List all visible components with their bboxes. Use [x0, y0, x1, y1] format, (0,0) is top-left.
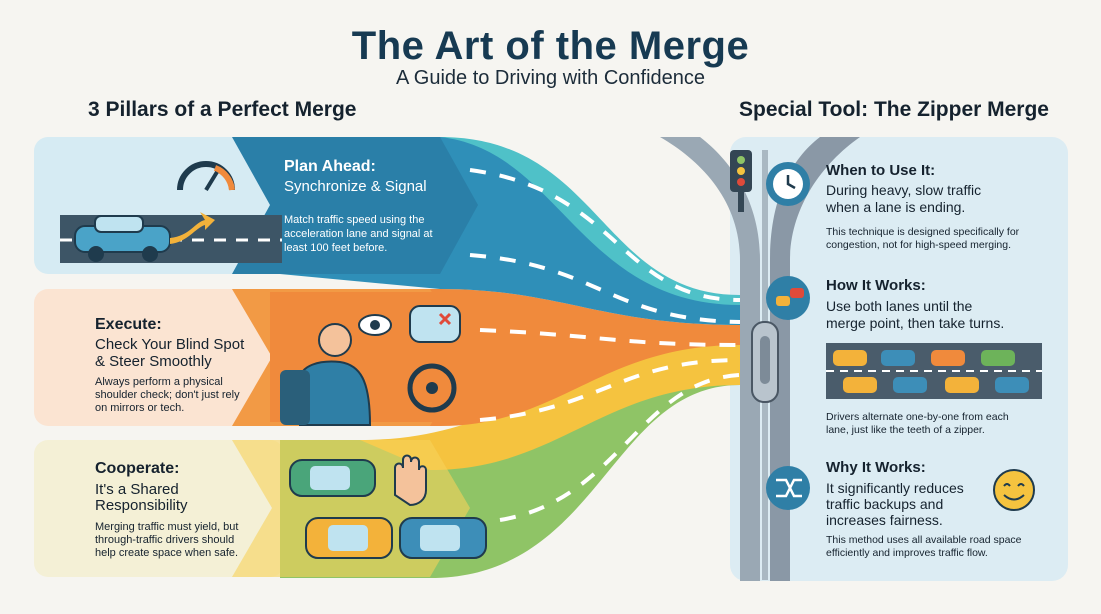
steering-wheel-icon	[407, 363, 457, 413]
pillar-3-body-1: Merging traffic must yield, but	[95, 521, 239, 533]
page-subtitle: A Guide to Driving with Confidence	[395, 67, 706, 89]
zipper-when-note-2: congestion, not for high-speed merging.	[826, 239, 1012, 251]
zipper-pull-icon	[751, 321, 779, 403]
pillar-2-panel	[34, 289, 284, 426]
pillar-2-subtitle-2: & Steer Smoothly	[95, 353, 212, 370]
zipper-why-title: Why It Works:	[826, 459, 926, 476]
pillar-1-banner	[232, 137, 478, 274]
eye-icon	[358, 314, 392, 336]
smiley-icon	[993, 469, 1035, 511]
pillar-1-subtitle: Synchronize & Signal	[284, 178, 427, 195]
zipper-left-tape	[660, 137, 760, 581]
green-car-icon	[289, 459, 376, 497]
speedometer-icon	[177, 161, 235, 192]
pillar-1-title: Plan Ahead:	[284, 158, 376, 175]
page-title: The Art of the Merge	[351, 24, 750, 68]
zipper-when-title: When to Use It:	[826, 162, 936, 179]
pillar-1-body-3: least 100 feet before.	[284, 242, 388, 254]
pillar-3-body-2: through-traffic drivers should	[95, 534, 235, 546]
pillar-2-body-3: on mirrors or tech.	[95, 402, 185, 414]
pillar-2-body-1: Always perform a physical	[95, 376, 223, 388]
pillar-3-panel	[34, 440, 284, 577]
pillar-3-subtitle-2: Responsibility	[95, 497, 188, 514]
traffic-light-icon	[730, 150, 752, 212]
zipper-why-note-2: efficiently and improves traffic flow.	[826, 547, 988, 559]
right-section-heading: Special Tool: The Zipper Merge	[739, 98, 1049, 121]
zipper-when-lead-1: During heavy, slow traffic	[826, 182, 982, 198]
zipper-when-lead-2: when a lane is ending.	[826, 199, 966, 215]
blue-car-2-icon	[399, 517, 487, 559]
clock-icon	[766, 162, 810, 206]
merging-cars-icon	[766, 276, 810, 320]
zipper-when-note-1: This technique is designed specifically …	[826, 226, 1020, 238]
zipper-why-lead-3: increases fairness.	[826, 512, 943, 528]
pillar-3-subtitle-1: It's a Shared	[95, 481, 179, 498]
zipper-how-title: How It Works:	[826, 277, 926, 294]
pillar-3-title: Cooperate:	[95, 460, 180, 477]
shuffle-icon	[766, 466, 810, 510]
blue-car-icon	[74, 215, 171, 262]
pillar-1-body-2: acceleration lane and signal at	[284, 228, 433, 240]
zipper-why-lead-2: traffic backups and	[826, 496, 944, 512]
mirror-icon	[409, 305, 461, 343]
pillar-2-body-2: shoulder check; don't just rely	[95, 389, 240, 401]
pillar-3-body-3: help create space when safe.	[95, 547, 239, 559]
yellow-car-icon	[305, 517, 393, 559]
driver-icon	[280, 323, 372, 426]
zipper-how-lead-2: merge point, then take turns.	[826, 315, 1005, 331]
hand-stop-icon	[394, 454, 427, 507]
zipper-how-note-2: lane, just like the teeth of a zipper.	[826, 424, 985, 436]
pillar-2-title: Execute:	[95, 316, 162, 333]
zipper-how-lead-1: Use both lanes until the	[826, 298, 973, 314]
pillar-2-subtitle-1: Check Your Blind Spot	[95, 336, 245, 353]
left-section-heading: 3 Pillars of a Perfect Merge	[88, 98, 357, 121]
zipper-how-note-1: Drivers alternate one-by-one from each	[826, 411, 1009, 423]
pillar-1-body-1: Match traffic speed using the	[284, 214, 425, 226]
merge-arrow-icon	[170, 212, 215, 244]
zipper-right-tape	[770, 137, 860, 581]
zipper-why-note-1: This method uses all available road spac…	[826, 534, 1022, 546]
zipper-why-lead-1: It significantly reduces	[826, 480, 964, 496]
